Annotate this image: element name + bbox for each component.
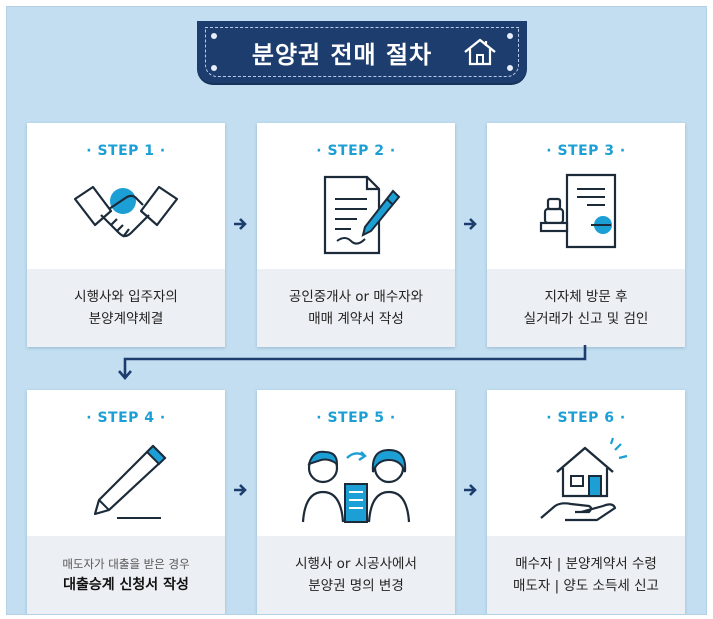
step-6-card: · STEP 6 · 매수자 | 분양계약서 수령 매도자 | 양도 소득세 신… [487,390,685,614]
arrow-right-icon [234,484,247,496]
house-hand-icon [540,437,628,522]
step-caption: 매수자 | 분양계약서 수령 매도자 | 양도 소득세 신고 [487,536,685,614]
house-icon [464,38,496,66]
step-label: · STEP 6 · [546,410,626,426]
step-caption: 공인중개사 or 매수자와 매매 계약서 작성 [257,269,455,347]
row-connector-arrow [118,345,587,380]
step-caption: 지자체 방문 후 실거래가 신고 및 검인 [487,269,685,347]
step-caption: 시행사 or 시공사에서 분양권 명의 변경 [257,536,455,614]
people-building-icon [301,448,411,523]
step-label: · STEP 2 · [316,143,396,159]
page-title: 분양권 전매 절차 [251,41,433,69]
caption-line-2: 매도자 | 양도 소득세 신고 [513,578,659,594]
stamp-certificate-icon [539,173,617,249]
step-2-card: · STEP 2 · 공인중개사 or 매수자와 매매 계약서 작성 [257,123,455,347]
step-label: · STEP 5 · [316,410,396,426]
caption-line-2: 분양권 명의 변경 [308,578,404,594]
caption-line-1: 시행사와 입주자의 [74,289,178,305]
step-3-card: · STEP 3 · 지자체 방문 후 실거래가 신고 및 검인 [487,123,685,347]
handshake-icon [73,185,179,238]
title-banner: 분양권 전매 절차 [197,21,527,83]
caption-line-2: 실거래가 신고 및 검인 [523,311,649,327]
step-5-card: · STEP 5 · 시행사 or 시공사에서 분양권 명의 변경 [257,390,455,614]
step-label: · STEP 1 · [86,143,166,159]
step-4-card: · STEP 4 · 매도자가 대출을 받은 경우 대출승계 신청서 작성 [27,390,225,614]
caption-line-2: 대출승계 신청서 작성 [63,577,189,593]
document-pen-icon [323,175,401,255]
infographic-frame: 분양권 전매 절차 · STEP 1 · 시행사와 입주자의 분양계약체결 · … [6,6,707,615]
pen-icon [93,444,167,519]
step-label: · STEP 4 · [86,410,166,426]
caption-line-1: 매수자 | 분양계약서 수령 [515,556,657,572]
caption-line-1: 공인중개사 or 매수자와 [288,289,424,305]
caption-line-1: 지자체 방문 후 [544,289,628,305]
step-label: · STEP 3 · [546,143,626,159]
step-caption: 시행사와 입주자의 분양계약체결 [27,269,225,347]
caption-line-1: 매도자가 대출을 받은 경우 [62,557,190,571]
arrow-right-icon [464,218,477,230]
caption-line-2: 매매 계약서 작성 [308,311,404,327]
arrow-right-icon [464,484,477,496]
step-1-card: · STEP 1 · 시행사와 입주자의 분양계약체결 [27,123,225,347]
caption-line-2: 분양계약체결 [88,311,164,327]
arrow-right-icon [234,218,247,230]
caption-line-1: 시행사 or 시공사에서 [295,556,417,572]
step-caption: 매도자가 대출을 받은 경우 대출승계 신청서 작성 [27,536,225,614]
